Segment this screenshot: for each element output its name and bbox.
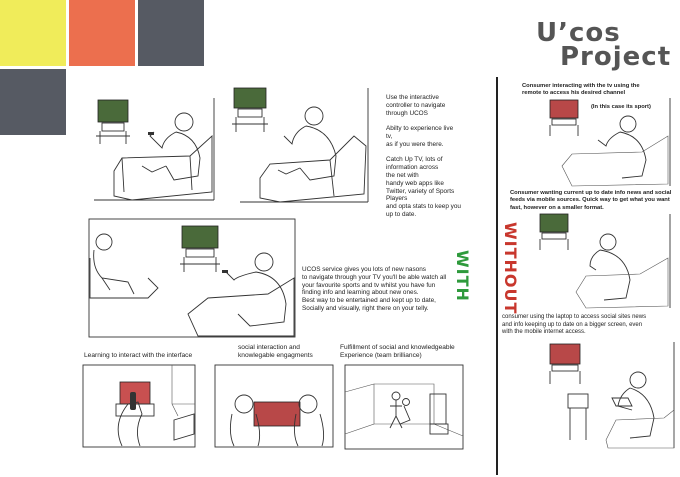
feature-line: Catch Up TV, lots of <box>386 156 443 164</box>
feature-line: Abilty to experience live <box>386 125 454 133</box>
illustration-without-remote <box>549 98 671 187</box>
feature-line: through UCOS <box>386 109 428 117</box>
feature-line: Players <box>386 195 408 203</box>
note2-line: fast, however on a smaller format. <box>510 204 604 211</box>
feature-line <box>386 149 486 157</box>
color-square-orange <box>69 0 135 66</box>
illustration-hand-remote-box <box>82 364 196 448</box>
note1-line: Consumer interacting with the tv using t… <box>522 83 640 89</box>
caption-learning: Learning to interact with the interface <box>84 352 193 359</box>
illustration-room-box <box>344 364 464 450</box>
illustration-without-laptop <box>549 342 675 449</box>
feature-line: and opta stats to keep you <box>386 203 461 211</box>
note3-line: and info keeping up to date on a bigger … <box>502 321 643 328</box>
color-square-gray-left <box>0 69 66 135</box>
without-note-1: Consumer interacting with the tv using t… <box>522 83 672 98</box>
with-reasons-text: UCOS service gives you lots of new nason… <box>302 266 482 313</box>
note2-line: Consumer wanting current up to date info… <box>510 190 672 196</box>
reason-line: Best way to be entertained and kept up t… <box>302 297 436 305</box>
note3-line: consumer using the laptop to access soci… <box>502 314 647 320</box>
caption-social-line: social interaction and <box>238 344 300 351</box>
illustration-couple-tv-box <box>214 364 334 448</box>
feature-line: controller to navigate <box>386 101 446 109</box>
reason-line: UCOS service gives you lots of new nason… <box>302 266 426 273</box>
title-line-1: U’cos <box>536 18 621 48</box>
caption-social-line: knowlegable engagments <box>238 352 313 359</box>
without-note-1-sub: (In this case its sport) <box>591 104 651 110</box>
panel-divider <box>496 77 498 475</box>
reason-line: Socially and visually, right there on yo… <box>302 304 429 312</box>
title-line-2: Project <box>560 42 672 72</box>
feature-line: up to date. <box>386 210 417 218</box>
color-square-gray-top <box>138 0 204 66</box>
without-note-3: consumer using the laptop to access soci… <box>502 314 674 337</box>
reason-line: your favourite sports and tv whilst you … <box>302 281 436 289</box>
illustration-man-sofa-remote-1 <box>94 98 215 201</box>
illustration-two-viewers-box <box>88 218 296 338</box>
feature-line: the net with <box>386 171 419 179</box>
illustration-without-mobile <box>539 213 671 309</box>
feature-line <box>386 117 486 125</box>
reason-line: to navigate through your TV you'll be ab… <box>302 273 447 281</box>
note1-line: remote to access his desired channel <box>522 90 626 97</box>
illustration-man-armchair <box>232 87 369 203</box>
feature-line: Use the interactive <box>386 94 439 101</box>
without-note-2: Consumer wanting current up to date info… <box>510 190 675 212</box>
caption-fulfillment-line: Fulfillment of social and knowledgeable <box>340 344 455 351</box>
feature-line: Twitter, variety of Sports <box>386 187 455 195</box>
note2-line: feeds via mobile sources. Quick way to g… <box>510 197 670 204</box>
feature-line: tv, <box>386 132 393 140</box>
feature-line: handy web apps like <box>386 179 444 187</box>
without-label: WITHOUT <box>501 222 520 315</box>
caption-fulfillment-line: Experience (team brilliance) <box>340 352 422 359</box>
color-square-yellow <box>0 0 66 66</box>
feature-line: information across <box>386 164 439 172</box>
reason-line: finding info and learning about new ones… <box>302 289 419 297</box>
note3-line: with the mobile internet access. <box>502 329 586 336</box>
feature-line: as if you were there. <box>386 140 444 148</box>
